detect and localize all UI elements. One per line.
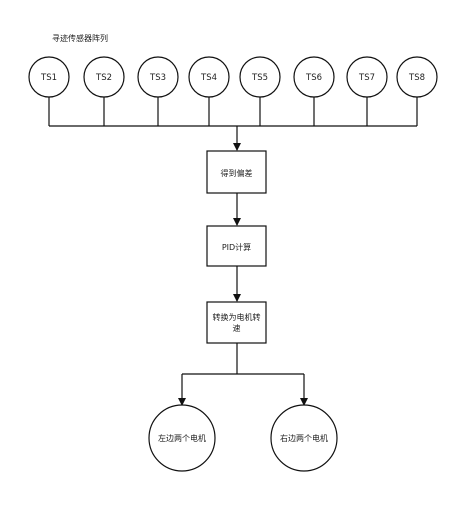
step-box-3-rect [206, 301, 267, 344]
step-box-3-label-line-2: 速 [233, 324, 241, 333]
sensor-label-7: TS7 [358, 73, 375, 83]
sensor-label-4: TS4 [200, 73, 217, 83]
step-box-2: PID计算 [206, 225, 267, 267]
sensor-node-6: TS6 [293, 56, 335, 98]
output-node-left: 左边两个电机 [148, 404, 216, 472]
output-circle-right [270, 404, 338, 472]
step-box-3-label-line-1: 转换为电机转 [213, 312, 261, 322]
sensor-node-7: TS7 [346, 56, 388, 98]
step-box-1: 得到偏差 [206, 150, 267, 194]
sensor-node-1: TS1 [28, 56, 70, 98]
sensor-node-4: TS4 [188, 56, 230, 98]
sensor-label-2: TS2 [95, 73, 112, 83]
sensor-node-2: TS2 [83, 56, 125, 98]
output-label-right: 右边两个电机 [280, 433, 328, 443]
output-connectors [178, 343, 308, 406]
step-box-2-label: PID计算 [222, 242, 251, 252]
sensor-label-8: TS8 [408, 73, 425, 83]
step-box-1-label: 得到偏差 [221, 168, 253, 178]
output-circle-left [148, 404, 216, 472]
sensor-label-5: TS5 [251, 73, 268, 83]
sensor-label-6: TS6 [305, 73, 322, 83]
sensor-node-8: TS8 [396, 56, 438, 98]
step-box-2-rect [206, 225, 267, 267]
diagram-title: 寻迹传感器阵列 [52, 33, 108, 43]
output-node-right: 右边两个电机 [270, 404, 338, 472]
sensor-connectors [48, 97, 418, 151]
output-label-left: 左边两个电机 [158, 433, 206, 443]
sensor-node-5: TS5 [239, 56, 281, 98]
sensor-row: TS1 TS2 TS3 TS4 TS5 TS6 [28, 56, 438, 98]
step-box-1-rect [206, 150, 267, 194]
sensor-node-3: TS3 [137, 56, 179, 98]
sensor-label-1: TS1 [40, 73, 57, 83]
sensor-label-3: TS3 [149, 73, 166, 83]
step-box-3: 转换为电机转 速 [206, 301, 267, 344]
